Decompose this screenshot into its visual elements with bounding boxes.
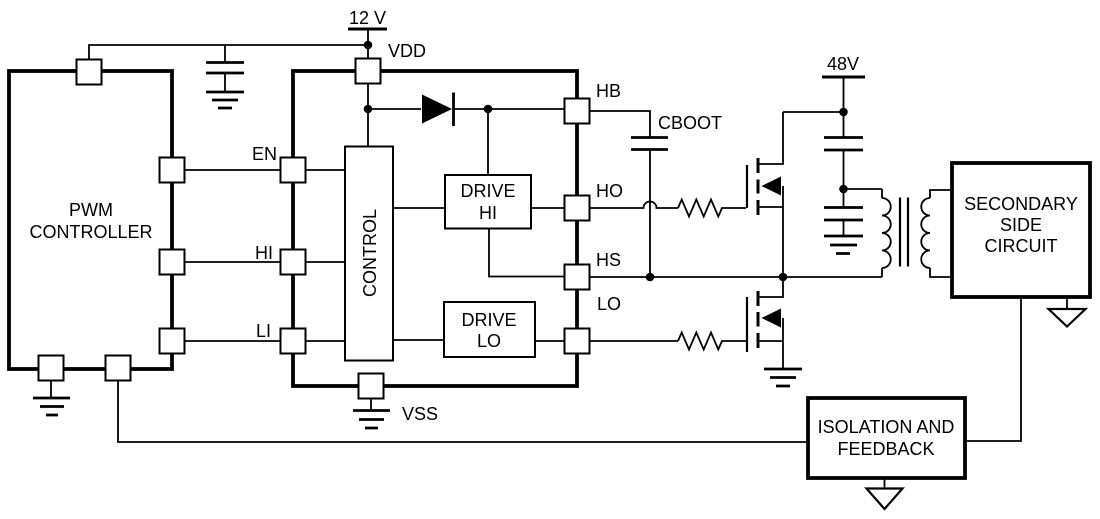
pwm-controller-box <box>7 69 174 371</box>
label-en: EN <box>252 144 277 164</box>
secondary-line1: SECONDARY <box>964 194 1078 214</box>
ground-symbol-decoupling <box>206 90 244 110</box>
label-vdd: VDD <box>388 41 426 61</box>
ground-symbol-vss <box>353 409 390 430</box>
drive-hi-line2: HI <box>479 203 497 223</box>
ground-symbol-bus <box>824 234 863 255</box>
isolation-feedback-box <box>806 396 967 480</box>
label-vss: VSS <box>402 404 438 424</box>
bus-48v: 48V <box>783 54 865 255</box>
label-12v: 12 V <box>349 8 386 28</box>
ground-symbol-pwm <box>33 396 70 417</box>
hs-fet-leads <box>758 112 784 277</box>
pin-pwm-li <box>158 327 186 355</box>
label-cboot: CBOOT <box>658 113 722 133</box>
hs-fet-body-arrow <box>761 176 781 196</box>
pin-driver-hs <box>563 263 591 291</box>
signal-ground-secondary <box>1045 307 1089 329</box>
pwm-label-line1: PWM <box>69 200 113 220</box>
pin-terminals <box>37 57 591 400</box>
primary-winding <box>881 197 892 269</box>
ls-fet-leads <box>758 277 784 368</box>
wire-bootstrap-diode <box>368 108 566 175</box>
junction-diode-drivehi <box>483 104 493 114</box>
wire-secondary-to-isolation <box>965 297 1022 442</box>
pin-pwm-en <box>158 156 186 184</box>
junction-dots <box>363 40 848 282</box>
drive-hi-box <box>444 174 532 230</box>
driver-output-network: CBOOT <box>589 110 882 352</box>
junction-12v <box>363 40 373 50</box>
ground-symbol-low-fet <box>764 367 802 388</box>
wire-48v-to-drain <box>783 77 845 138</box>
secondary-line2: SIDE <box>1000 215 1042 235</box>
label-hs: HS <box>596 250 621 270</box>
drive-lo-line2: LO <box>477 331 501 351</box>
secondary-side-block: SECONDARY SIDE CIRCUIT <box>950 161 1092 442</box>
gate-resistor-low <box>677 330 746 352</box>
bootstrap-diode <box>422 94 452 124</box>
wire-drive-hi-hs-ref <box>488 228 565 278</box>
drive-lo-box <box>443 301 536 358</box>
control-signal-wires <box>117 169 808 443</box>
secondary-side-box <box>950 161 1092 299</box>
gate-resistor-high <box>677 197 746 219</box>
pin-driver-hi <box>279 248 307 276</box>
wire-primary-top-lead <box>843 188 883 198</box>
transformer <box>843 188 952 278</box>
pin-pwm-feedback <box>104 354 132 382</box>
junction-48v <box>839 107 848 117</box>
drive-hi-line1: DRIVE <box>460 181 515 201</box>
pin-driver-ho <box>563 194 591 222</box>
pin-pwm-hi <box>158 248 186 276</box>
wire-hb <box>589 110 651 137</box>
junction-switch-node <box>778 272 788 282</box>
pin-driver-vdd <box>354 57 382 85</box>
label-lo: LO <box>597 294 621 314</box>
control-label: CONTROL <box>360 209 380 297</box>
pin-driver-vss <box>357 372 385 400</box>
pin-driver-li <box>279 327 307 355</box>
gate-driver-block: CONTROL DRIVE HI DRIVE LO <box>291 69 579 430</box>
low-side-mosfet <box>745 277 802 388</box>
half-bridge <box>745 112 802 388</box>
pin-driver-hb <box>563 97 591 125</box>
wire-secondary-leads <box>929 189 952 278</box>
ls-fet-body-arrow <box>761 308 781 328</box>
wire-ho-with-hop <box>589 200 678 209</box>
pin-pwm-gnd <box>37 354 65 382</box>
junction-vdd-diode <box>363 104 373 114</box>
decoupling-capacitor <box>206 61 244 75</box>
isolation-feedback-block: ISOLATION AND FEEDBACK <box>806 396 967 511</box>
secondary-winding <box>920 197 931 269</box>
pwm-controller-block: PWM CONTROLLER <box>7 69 174 417</box>
label-hb: HB <box>596 81 621 101</box>
label-ho: HO <box>596 181 623 201</box>
transformer-core <box>898 197 910 267</box>
high-side-mosfet <box>745 112 784 277</box>
wire-control-inputs <box>305 169 345 342</box>
label-48v: 48V <box>827 54 859 74</box>
wire-drive-lo-path <box>393 339 565 342</box>
drive-lo-line1: DRIVE <box>461 310 516 330</box>
label-li: LI <box>256 321 271 341</box>
pin-driver-en <box>279 156 307 184</box>
pin-driver-lo <box>563 327 591 355</box>
secondary-line3: CIRCUIT <box>985 236 1058 256</box>
isolation-line1: ISOLATION AND <box>818 417 955 437</box>
label-hi: HI <box>255 243 273 263</box>
isolation-line2: FEEDBACK <box>837 439 934 459</box>
junction-cboot-hs <box>645 272 655 282</box>
pwm-label-line2: CONTROLLER <box>29 222 152 242</box>
signal-ground-isolation <box>864 487 905 511</box>
junction-cap-divider <box>839 184 848 194</box>
wire-feedback-return <box>117 380 808 443</box>
pin-labels: VDD EN HI LI HB HO HS LO VSS <box>252 41 623 424</box>
control-box <box>344 145 394 362</box>
pin-pwm-supply <box>75 58 103 86</box>
